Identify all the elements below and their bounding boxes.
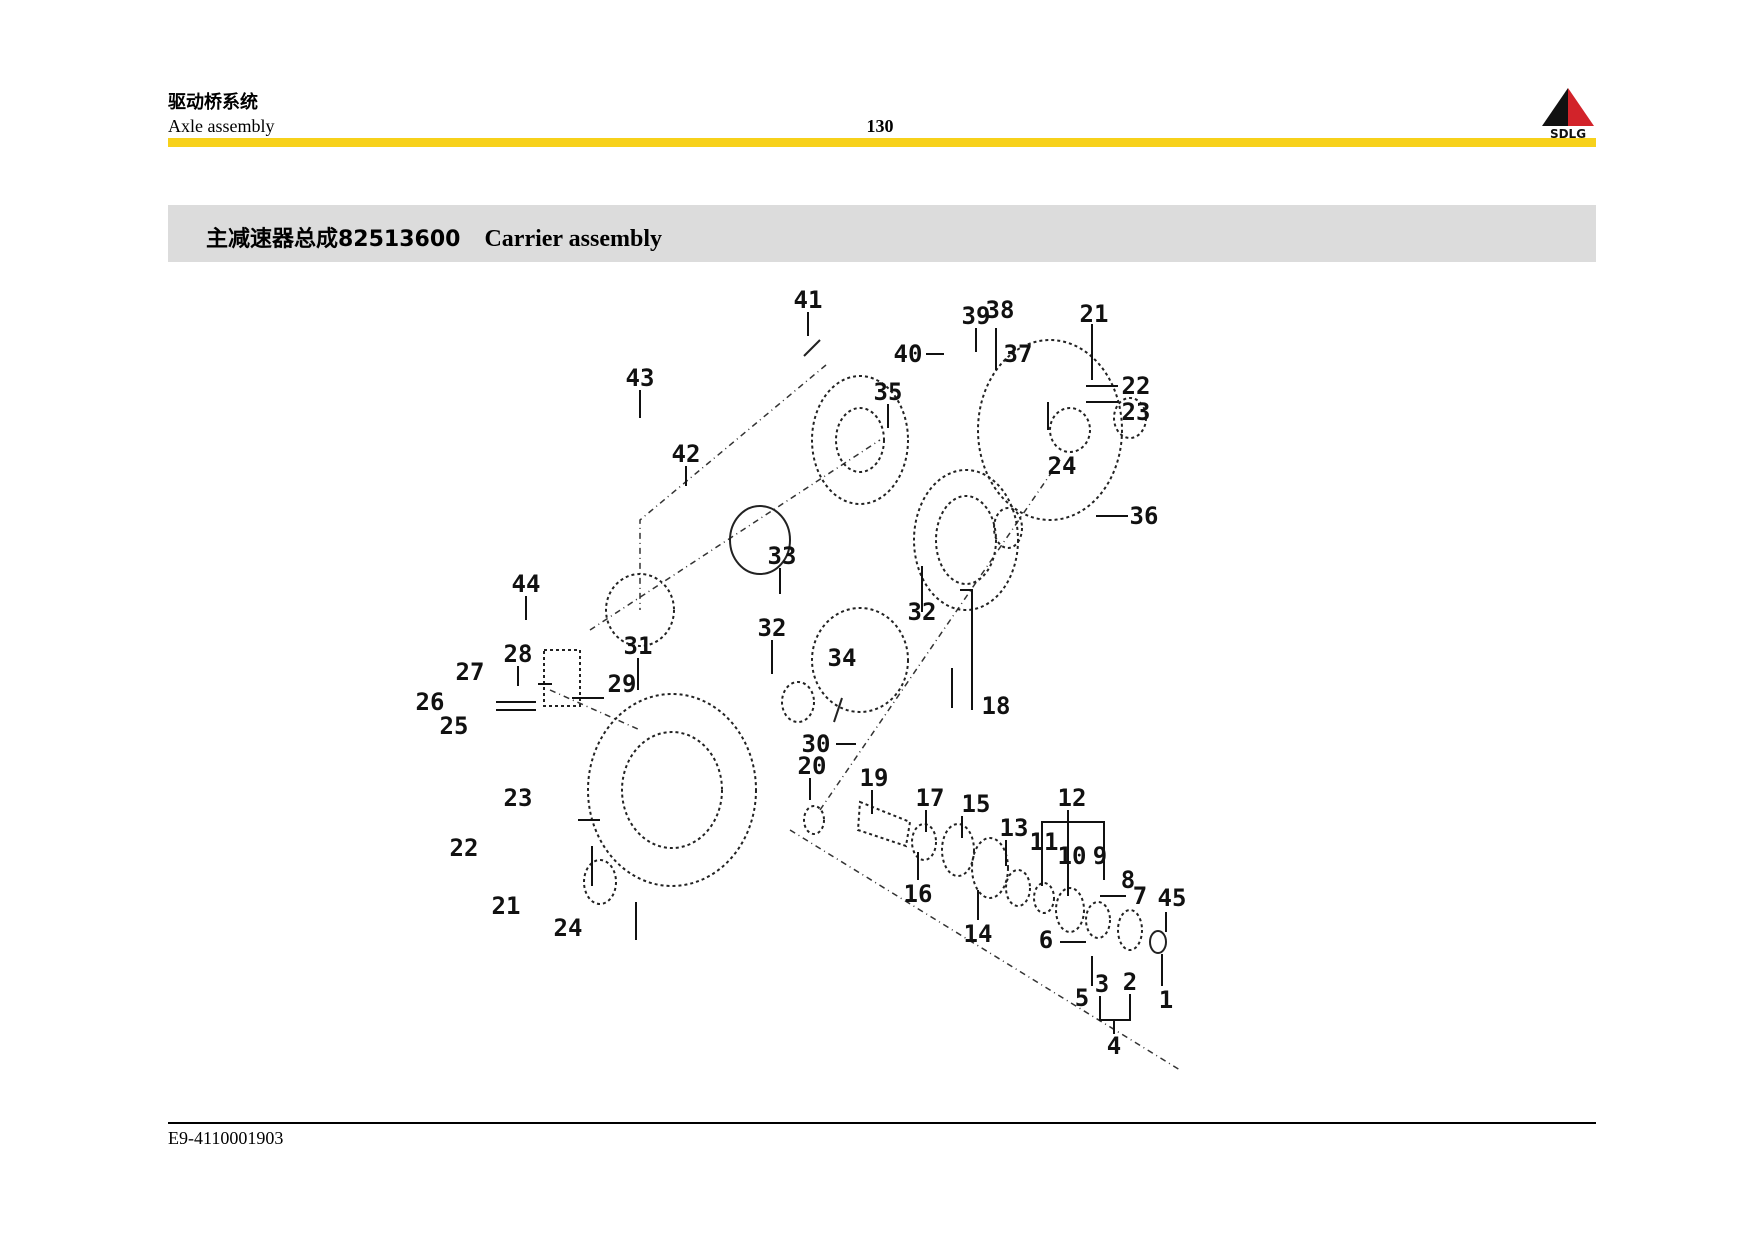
callout-11: 11 <box>1030 828 1059 856</box>
callout-18: 18 <box>982 692 1011 720</box>
bearing-32-right <box>993 507 1023 549</box>
ring-11 <box>1033 882 1055 914</box>
seal-3 <box>1085 901 1111 939</box>
callout-26: 26 <box>416 688 445 716</box>
bearing-20 <box>803 805 825 835</box>
callout-19: 19 <box>860 764 889 792</box>
callout-31: 31 <box>624 632 653 660</box>
shim-17 <box>911 823 937 861</box>
callout-27: 27 <box>456 658 485 686</box>
page-number: 130 <box>866 116 894 136</box>
callout-14: 14 <box>964 920 993 948</box>
callout-3: 3 <box>1095 970 1109 998</box>
bearing-24-top <box>1113 397 1147 439</box>
nut-1 <box>1149 930 1167 954</box>
callout-15: 15 <box>962 790 991 818</box>
callout-23-left: 23 <box>504 784 533 812</box>
callout-44: 44 <box>512 570 541 598</box>
bracket-25 <box>543 649 581 707</box>
callout-21-left: 21 <box>492 892 521 920</box>
callout-30: 30 <box>802 730 831 758</box>
diagram-guides <box>549 364 1181 1071</box>
document-code: E9-4110001903 <box>168 1128 284 1148</box>
callout-37: 37 <box>1004 340 1033 368</box>
callout-7: 7 <box>1133 882 1147 910</box>
part-drawings <box>543 339 1167 954</box>
bearing-32-left <box>781 681 815 723</box>
callout-34: 34 <box>828 644 857 672</box>
callout-42: 42 <box>672 440 701 468</box>
diff-housing-33 <box>811 607 909 713</box>
bolt-41 <box>803 339 821 357</box>
callout-45: 45 <box>1158 884 1187 912</box>
carrier-housing-31 <box>587 693 757 887</box>
page-title-en: Carrier assembly <box>484 226 662 252</box>
callout-12: 12 <box>1058 784 1087 812</box>
bearing-24-left <box>583 859 617 905</box>
callout-8: 8 <box>1121 866 1135 894</box>
bearing-cage-14 <box>971 837 1009 899</box>
callout-33: 33 <box>768 542 797 570</box>
leader-lines <box>496 312 1167 1034</box>
header-rule <box>168 138 1596 147</box>
crown-wheel-18 <box>913 469 1019 611</box>
yoke-2 <box>1117 909 1143 951</box>
callout-16: 16 <box>904 880 933 908</box>
callout-10: 10 <box>1058 842 1087 870</box>
differential-case-half <box>605 573 675 647</box>
callout-43: 43 <box>626 364 655 392</box>
callout-13: 13 <box>1000 814 1029 842</box>
callout-21-top: 21 <box>1080 300 1109 328</box>
differential-gear-set <box>729 505 791 575</box>
callout-32-left: 32 <box>758 614 787 642</box>
callout-labels: 41 39 38 21 40 37 22 23 43 35 24 42 36 3… <box>416 286 1187 1060</box>
callout-17: 17 <box>916 784 945 812</box>
callout-22-top: 22 <box>1122 372 1151 400</box>
section-title-cn: 驱动桥系统 <box>168 92 258 113</box>
callout-4: 4 <box>1107 1032 1121 1060</box>
bearing-13 <box>1005 869 1031 907</box>
callout-36: 36 <box>1130 502 1159 530</box>
pinion-19 <box>856 800 912 848</box>
callout-28: 28 <box>504 640 533 668</box>
callout-22-left: 22 <box>450 834 479 862</box>
callout-24-left: 24 <box>554 914 583 942</box>
callout-5: 5 <box>1075 984 1089 1012</box>
callout-24-top: 24 <box>1048 452 1077 480</box>
bearing-housing-36 <box>977 339 1123 521</box>
flange-10 <box>1055 887 1085 933</box>
callout-9: 9 <box>1093 842 1107 870</box>
sdlg-logo: SDLG <box>1542 88 1594 141</box>
callout-29: 29 <box>608 670 637 698</box>
callout-39: 39 <box>962 302 991 330</box>
callout-2: 2 <box>1123 968 1137 996</box>
footer-rule <box>168 1122 1596 1124</box>
callout-1: 1 <box>1159 986 1173 1014</box>
callout-38: 38 <box>986 296 1015 324</box>
title-bar: 主减速器总成82513600 Carrier assembly <box>168 205 1596 262</box>
gasket-15 <box>941 823 975 877</box>
callout-35: 35 <box>874 378 903 406</box>
logo-text: SDLG <box>1550 127 1586 141</box>
callout-23-top: 23 <box>1122 398 1151 426</box>
callout-40: 40 <box>894 340 923 368</box>
callout-20: 20 <box>798 752 827 780</box>
cover-plate <box>811 375 909 505</box>
callout-41: 41 <box>794 286 823 314</box>
callout-32-right: 32 <box>908 598 937 626</box>
section-title-en: Axle assembly <box>168 116 275 136</box>
callout-25: 25 <box>440 712 469 740</box>
page-title: 主减速器总成82513600 Carrier assembly <box>206 221 662 253</box>
bolt-34 <box>833 697 843 723</box>
exploded-parts-diagram: 41 39 38 21 40 37 22 23 43 35 24 42 36 3… <box>416 286 1186 1071</box>
callout-6: 6 <box>1039 926 1053 954</box>
page-title-cn: 主减速器总成82513600 <box>206 227 461 252</box>
